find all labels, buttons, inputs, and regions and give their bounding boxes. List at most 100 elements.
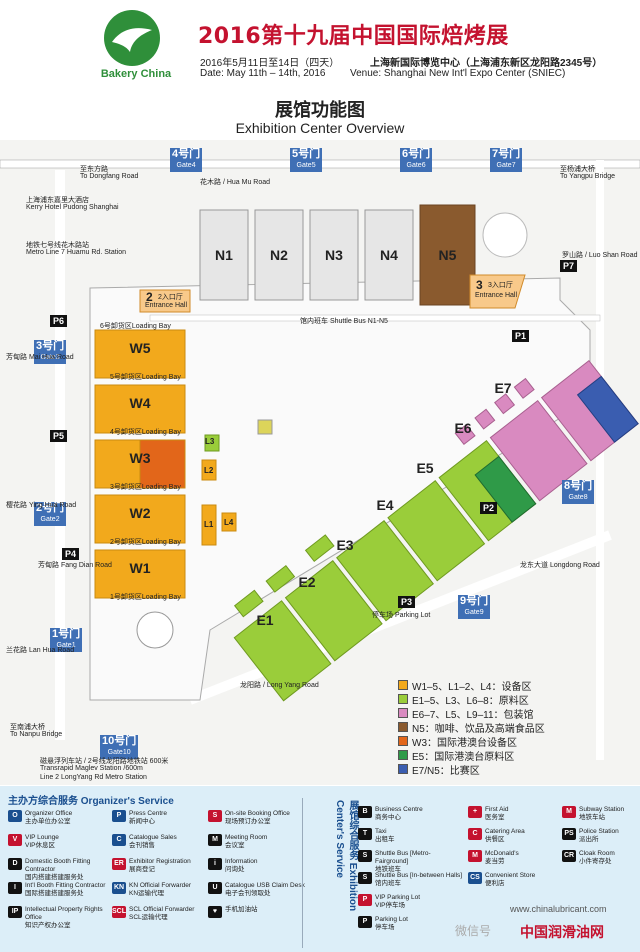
hall-l2-shape bbox=[201, 459, 217, 481]
hall-e3[interactable]: E3 bbox=[336, 537, 354, 553]
services-divider bbox=[302, 798, 303, 948]
hall-w3[interactable]: W3 bbox=[129, 450, 151, 466]
hall-l3[interactable]: L3 bbox=[205, 437, 215, 446]
watermark-brand: 中国润滑油网 bbox=[520, 924, 604, 940]
road-maihua: 芳甸路 Mai Hua Road bbox=[6, 354, 74, 361]
plaza-circle bbox=[482, 212, 528, 258]
date-zh: 2016年5月11日至14日（四天） bbox=[200, 58, 340, 69]
hall-w2[interactable]: W2 bbox=[129, 505, 151, 521]
hall-n2[interactable]: N2 bbox=[270, 247, 288, 263]
hall-e4[interactable]: E4 bbox=[376, 497, 394, 513]
hall-e5-intl-shape bbox=[474, 455, 537, 523]
hall-l4-shape bbox=[221, 512, 237, 532]
legend-item: E5：国际港澳台原料区 bbox=[398, 748, 638, 763]
road-longyang: 龙阳路 / Long Yang Road bbox=[240, 682, 319, 689]
hall-n3-shape bbox=[309, 209, 359, 301]
hall-w5[interactable]: W5 bbox=[129, 340, 151, 356]
watermark-site: www.chinalubricant.com bbox=[510, 904, 607, 914]
venue-en: Venue: Shanghai New Int'l Expo Center (S… bbox=[350, 68, 566, 79]
entrance-hall-3-en: Entrance Hall bbox=[475, 292, 518, 299]
legend-item: W3：国际港澳台设备区 bbox=[398, 734, 638, 749]
loading-bay-4: 4号卸货区Loading Bay bbox=[110, 429, 181, 436]
hall-e7-competition-shape bbox=[576, 375, 639, 443]
road-lanhua: 兰花路 Lan Hua Road bbox=[6, 647, 75, 654]
venue-zh: 上海新国际博览中心（上海浦东新区龙阳路2345号） bbox=[370, 58, 603, 69]
svc-phone-charging: ♥手机加油站 bbox=[208, 906, 313, 918]
hall-e1[interactable]: E1 bbox=[256, 612, 274, 628]
roundabout bbox=[136, 611, 174, 649]
loading-bay-3: 3号卸货区Loading Bay bbox=[110, 484, 181, 491]
date-en: Date: May 11th – 14th, 2016 bbox=[200, 68, 326, 79]
hall-e7[interactable]: E7 bbox=[494, 380, 512, 396]
kerry-hotel-zh: 上海浦东嘉里大酒店 bbox=[26, 197, 89, 204]
hall-l1-shape bbox=[201, 504, 217, 546]
legend-item: N5：咖啡、饮品及高端食品区 bbox=[398, 720, 638, 735]
parking-p4: P4 bbox=[62, 548, 80, 560]
hall-n1[interactable]: N1 bbox=[215, 247, 233, 263]
map-canvas bbox=[0, 140, 640, 785]
shuttle-road-north bbox=[149, 314, 601, 322]
hall-e6[interactable]: E6 bbox=[454, 420, 472, 436]
road-yangpu-zh: 至杨浦大桥 bbox=[560, 166, 595, 173]
hall-w1-shape bbox=[94, 549, 186, 599]
loading-bay-2: 2号卸货区Loading Bay bbox=[110, 539, 181, 546]
hall-w1[interactable]: W1 bbox=[129, 560, 151, 576]
legend-item: E1–5、L3、L6–8：原料区 bbox=[398, 692, 638, 707]
map-title-en: Exhibition Center Overview bbox=[235, 120, 405, 136]
loading-bay-5: 5号卸货区Loading Bay bbox=[110, 374, 181, 381]
hall-w4[interactable]: W4 bbox=[129, 395, 151, 411]
hall-n4[interactable]: N4 bbox=[380, 247, 398, 263]
hall-e2[interactable]: E2 bbox=[298, 574, 316, 590]
page-title: 2016第十九届中国国际焙烤展 bbox=[198, 24, 509, 49]
road-nanpu-zh: 至南浦大桥 bbox=[10, 724, 45, 731]
organizer-service-title: 主办方综合服务 Organizer's Service bbox=[8, 796, 174, 807]
exhibition-service-title: 展馆综合服务 Exhibition Center's Service bbox=[334, 800, 358, 912]
hall-n5[interactable]: N5 bbox=[438, 247, 457, 263]
hall-w4-shape bbox=[94, 384, 186, 434]
hall-e4-shape bbox=[387, 480, 486, 582]
maglev-zh: 磁悬浮列车站 / 2号线龙阳路地铁站 600米 bbox=[40, 758, 169, 765]
road-nanpu-en: To Nanpu Bridge bbox=[10, 731, 63, 738]
legend-item: W1–5、L1–2、L4：设备区 bbox=[398, 678, 638, 693]
entrance-hall-2-en: Entrance Hall bbox=[145, 302, 188, 309]
hall-l2[interactable]: L2 bbox=[204, 466, 214, 475]
hall-e5[interactable]: E5 bbox=[416, 460, 434, 476]
logo-text: Bakery China bbox=[100, 68, 172, 80]
loading-bay-6: 6号卸货区Loading Bay bbox=[100, 323, 171, 330]
hall-l1[interactable]: L1 bbox=[204, 520, 214, 529]
hall-w3-intl-shape bbox=[139, 439, 186, 489]
parking-p7: P7 bbox=[560, 260, 578, 272]
hall-l4[interactable]: L4 bbox=[224, 518, 234, 527]
road-longyang bbox=[188, 530, 612, 705]
maglev-en: Transrapid Maglev Station /600m bbox=[40, 765, 143, 772]
parking-p1: P1 bbox=[512, 330, 530, 342]
hall-n3[interactable]: N3 bbox=[325, 247, 343, 263]
